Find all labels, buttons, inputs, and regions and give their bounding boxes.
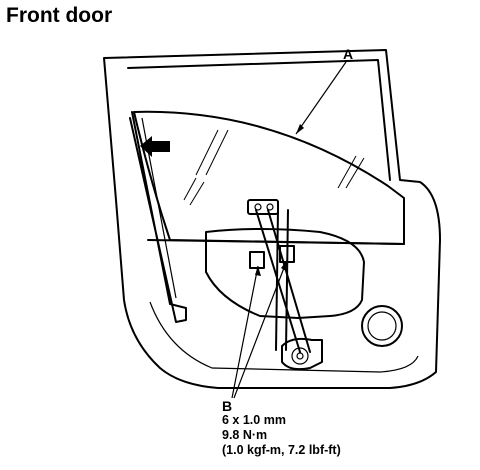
bolt-size: 6 x 1.0 mm — [222, 413, 286, 427]
leader-line-b2 — [233, 259, 288, 399]
inner-panel-line — [147, 239, 405, 245]
torque-value: 9.8 N·m — [222, 428, 268, 442]
left-arrow-icon — [140, 136, 170, 157]
leader-line-a — [295, 61, 347, 135]
callout-b: B — [222, 398, 233, 414]
rear-run-channel — [129, 111, 187, 323]
speaker-hole — [361, 305, 403, 347]
window-regulator — [247, 199, 323, 371]
window-glass — [133, 110, 405, 245]
window-frame — [127, 59, 391, 181]
callout-a: A — [343, 46, 354, 62]
page-title: Front door — [6, 4, 113, 27]
glass-hatching — [183, 129, 365, 206]
door-outer-panel — [103, 49, 441, 389]
torque-alt-units: (1.0 kgf-m, 7.2 lbf-ft) — [222, 443, 341, 457]
leader-line-b1 — [231, 265, 259, 399]
